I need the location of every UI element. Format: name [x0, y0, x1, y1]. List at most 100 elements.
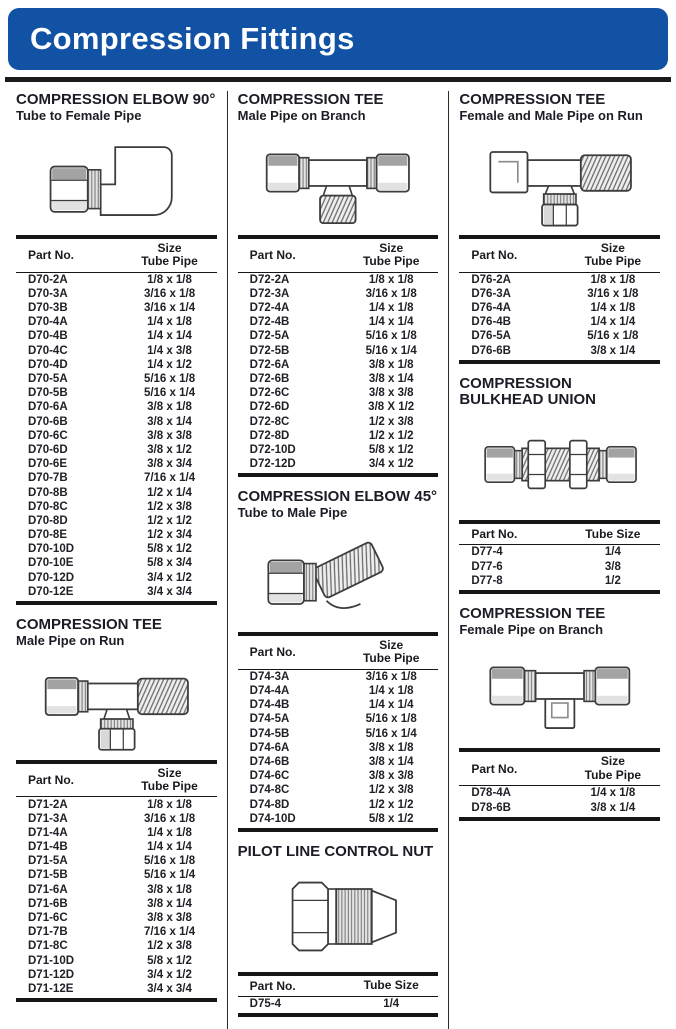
size-value: 3/8 x 3/8 — [368, 387, 414, 400]
table-row: D71-10D 5/8 x 1/2 — [16, 954, 217, 968]
parts-table-body: D78-4A 1/4 x 1/8 D78-6B 3/8 x 1/4 — [459, 786, 660, 819]
part-number: D74-10D — [249, 812, 296, 825]
table-row: D71-6C 3/8 x 3/8 — [16, 911, 217, 925]
parts-table-header-row: Part No. Size Tube Pipe — [16, 237, 217, 273]
table-row: D76-5A 5/16 x 1/8 — [459, 329, 660, 343]
fitting-line-art-icon — [257, 868, 419, 965]
table-row: D72-6B 3/8 x 1/4 — [238, 372, 439, 386]
table-row: D70-6E 3/8 x 3/4 — [16, 457, 217, 471]
parts-table: Part No. Size Tube Pipe D78-4A — [459, 748, 661, 821]
column-header-size: Size Tube Pipe — [124, 237, 216, 272]
table-row: D71-4A 1/4 x 1/8 — [16, 826, 217, 840]
table-row: D74-5A 5/16 x 1/8 — [238, 712, 439, 726]
table-row: D77-4 1/4 — [459, 545, 660, 560]
fitting-icon-use — [268, 541, 384, 608]
size-header-line1: Size — [379, 240, 404, 255]
part-number: D71-7B — [28, 926, 68, 939]
part-number: D72-6B — [249, 373, 290, 386]
section-title: COMPRESSION ELBOW 45° — [237, 488, 438, 506]
size-value: 1/2 x 3/4 — [147, 529, 192, 542]
parts-table-header-row: Part No. Tube Size — [237, 974, 439, 997]
size-value: 1/4 x 1/4 — [590, 316, 636, 329]
table-row: D74-6B 3/8 x 1/4 — [238, 755, 439, 769]
size-value: 1/4 — [604, 546, 621, 559]
size-header-line2: Tube Pipe — [362, 651, 420, 666]
table-row: D72-6C 3/8 x 3/8 — [238, 386, 439, 400]
part-number: D76-5A — [471, 330, 511, 343]
product-section: PILOT LINE CONTROL NUT Part No. Tube — [237, 843, 439, 1017]
part-number: D74-6A — [249, 741, 290, 754]
size-header-line2: Tube Pipe — [584, 767, 642, 782]
part-number: D72-8C — [249, 415, 290, 428]
size-value: 1/4 x 1/4 — [147, 841, 192, 854]
part-number: D75-4 — [249, 997, 281, 1010]
fitting-line-art-icon — [36, 131, 198, 228]
part-number: D74-8D — [249, 798, 290, 811]
table-row: D71-12E 3/4 x 3/4 — [16, 982, 217, 1000]
table-row: D72-5B 5/16 x 1/4 — [238, 344, 439, 358]
size-value: 3/8 x 1/4 — [368, 755, 414, 768]
fitting-line-art-icon — [479, 644, 641, 741]
column-header-part-no: Part No. — [471, 527, 518, 542]
table-row: D76-4A 1/4 x 1/8 — [459, 301, 660, 315]
parts-table-body: D72-2A 1/8 x 1/8 D72-3A 3/16 x 1/8 D72-4… — [238, 272, 439, 475]
parts-table-header-row: Part No. Tube Size — [459, 522, 661, 545]
table-row: D72-10D 5/8 x 1/2 — [238, 443, 439, 457]
parts-table: Part No. Size Tube Pipe D71-2A — [16, 759, 217, 1002]
fitting-icon-use — [45, 677, 187, 749]
table-row: D74-8C 1/2 x 3/8 — [238, 783, 439, 797]
part-number: D72-6C — [249, 387, 290, 400]
size-value: 5/16 x 1/8 — [587, 330, 639, 343]
table-row: D70-8D 1/2 x 1/2 — [16, 514, 217, 528]
size-value: 1/4 — [383, 997, 400, 1010]
size-value: 1/4 x 1/4 — [368, 316, 414, 329]
size-value: 1/2 x 1/4 — [147, 486, 192, 499]
part-number: D74-6B — [249, 755, 290, 768]
part-number: D70-6A — [28, 401, 68, 414]
part-number: D72-8D — [249, 429, 290, 442]
size-value: 3/8 x 1/8 — [368, 741, 414, 754]
fitting-illustration — [459, 637, 660, 745]
part-number: D72-10D — [249, 443, 296, 456]
parts-table-header-row: Part No. Size Tube Pipe — [459, 750, 661, 786]
column-header-part-no: Part No. — [249, 645, 296, 660]
size-value: 3/8 x 1/4 — [368, 373, 414, 386]
part-number: D71-12E — [28, 982, 74, 995]
table-row: D77-6 3/8 — [459, 559, 660, 573]
catalog-columns: COMPRESSION ELBOW 90° Tube to Female Pip… — [0, 91, 676, 1029]
fitting-line-art-icon — [479, 416, 641, 513]
table-row: D70-4B 1/4 x 1/4 — [16, 329, 217, 343]
table-row: D76-4B 1/4 x 1/4 — [459, 315, 660, 329]
size-value: 5/8 x 1/2 — [368, 443, 414, 456]
part-number: D72-6D — [249, 401, 290, 414]
size-value: 3/8 x 1/4 — [590, 801, 636, 814]
size-header-line2: Tube Pipe — [584, 254, 642, 269]
table-row: D71-6A 3/8 x 1/8 — [16, 883, 217, 897]
table-row: D78-6B 3/8 x 1/4 — [459, 801, 660, 819]
part-number: D70-3B — [28, 302, 68, 315]
fitting-icon-use — [490, 668, 629, 729]
table-row: D70-5A 5/16 x 1/8 — [16, 372, 217, 386]
part-number: D70-4C — [28, 344, 68, 357]
parts-table-body: D76-2A 1/8 x 1/8 D76-3A 3/16 x 1/8 D76-4… — [459, 272, 660, 362]
size-value: 3/8 x 3/4 — [147, 458, 192, 471]
table-row: D72-2A 1/8 x 1/8 — [238, 272, 439, 287]
size-value: 5/8 x 3/4 — [147, 557, 192, 570]
table-row: D78-4A 1/4 x 1/8 — [459, 786, 660, 801]
fitting-illustration — [238, 861, 439, 969]
section-subtitle: Female and Male Pipe on Run — [459, 107, 643, 123]
size-header-line1: Size — [157, 240, 182, 255]
section-title: COMPRESSION BULKHEAD UNION — [459, 374, 597, 409]
size-value: 3/16 x 1/8 — [365, 287, 417, 300]
size-value: 3/8 x 1/8 — [147, 883, 192, 896]
size-value: 1/4 x 1/4 — [368, 699, 414, 712]
table-row: D71-4B 1/4 x 1/4 — [16, 840, 217, 854]
size-value: 1/8 x 1/8 — [147, 798, 192, 811]
table-row: D72-12D 3/4 x 1/2 — [238, 457, 439, 475]
table-row: D70-2A 1/8 x 1/8 — [16, 272, 217, 287]
table-row: D70-8B 1/2 x 1/4 — [16, 485, 217, 499]
part-number: D74-6C — [249, 770, 290, 783]
size-value: 1/2 x 3/8 — [368, 415, 414, 428]
parts-table: Part No. Size Tube Pipe D76-2A — [459, 234, 661, 364]
part-number: D70-6E — [28, 458, 67, 471]
